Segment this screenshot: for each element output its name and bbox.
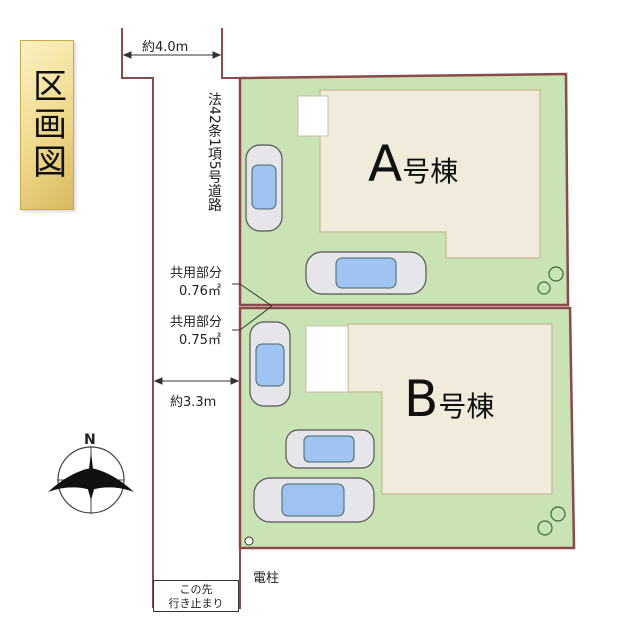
dimension-arrow-mid — [153, 377, 240, 385]
lot-a-suffix: 号棟 — [402, 155, 459, 188]
lot-a-label: A号棟 — [368, 135, 458, 193]
porch-b — [305, 325, 349, 393]
shared-area-marker — [232, 283, 273, 331]
lot-b-label: B号棟 — [404, 370, 494, 428]
car-a1 — [245, 144, 283, 232]
utility-pole-icon — [244, 536, 254, 546]
road-width-mid: 約3.3m — [170, 395, 217, 410]
road-width-top: 約4.0m — [142, 40, 189, 55]
compass-icon — [48, 446, 134, 514]
shared-area-label-a: 共用部分 — [170, 266, 223, 281]
shared-area-value-b: 0.75㎡ — [179, 333, 221, 348]
car-b3 — [253, 477, 375, 523]
page-title-plate: 区画図 — [20, 40, 74, 210]
shrubs-b — [537, 506, 566, 536]
car-b2 — [285, 429, 375, 469]
utility-pole-label: 電柱 — [253, 571, 280, 586]
lot-b-suffix: 号棟 — [438, 390, 495, 423]
dead-end-line-1: この先 — [179, 583, 213, 596]
dead-end-line-2: 行き止まり — [168, 597, 224, 610]
compass-north-label: N — [84, 432, 96, 448]
dead-end-sign: この先 行き止まり — [153, 580, 239, 612]
car-a2 — [305, 251, 427, 295]
road-description: 法42条1項5号道路 — [206, 92, 222, 212]
dimension-arrow-top — [122, 51, 222, 59]
page-title: 区画図 — [26, 68, 67, 182]
porch-a — [297, 95, 329, 137]
lot-b-letter: B — [404, 370, 439, 428]
car-b1 — [249, 321, 291, 407]
shared-area-label-b: 共用部分 — [170, 315, 223, 330]
building-a — [319, 89, 541, 259]
shrubs-a — [537, 266, 564, 295]
shared-area-value-a: 0.76㎡ — [179, 284, 221, 299]
lot-a-letter: A — [368, 135, 403, 193]
